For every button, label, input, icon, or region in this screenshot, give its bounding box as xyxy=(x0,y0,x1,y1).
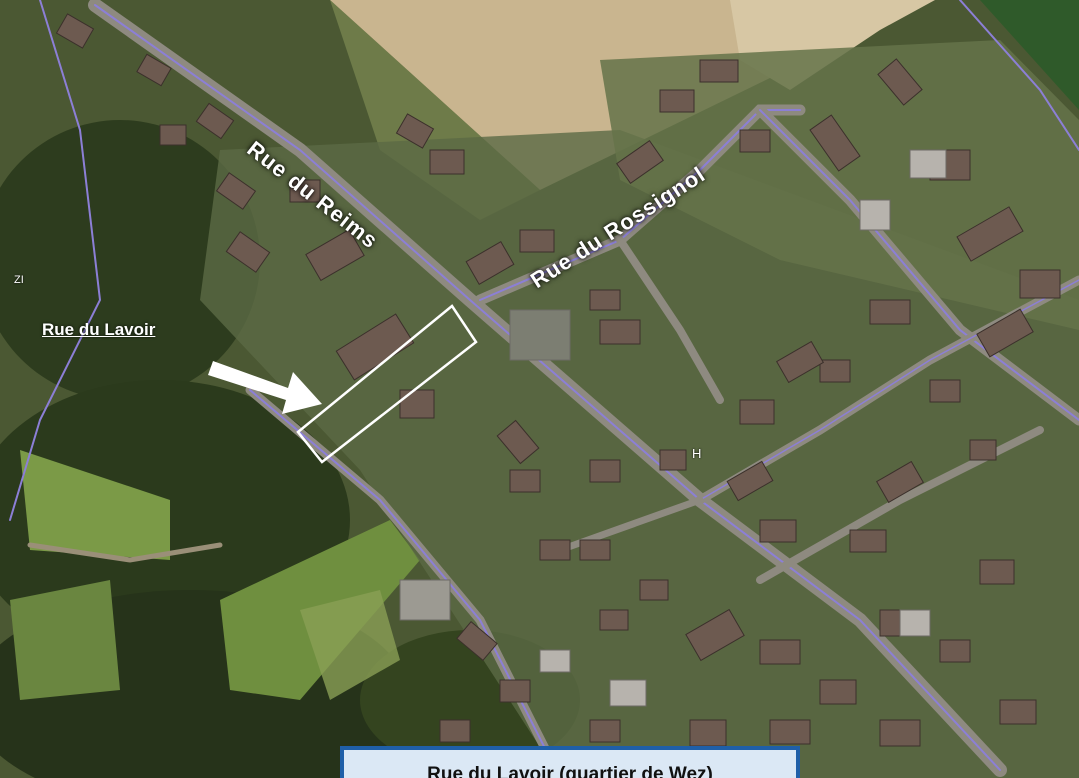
zone-marker: ZI xyxy=(14,274,24,286)
hospital-marker: H xyxy=(692,446,702,461)
lavoir-highlight-box xyxy=(296,304,478,464)
map-caption: Rue du Lavoir (quartier de Wez) xyxy=(340,746,800,778)
rue-du-lavoir-label: Rue du Lavoir xyxy=(42,320,156,339)
arrow-icon xyxy=(208,361,322,414)
